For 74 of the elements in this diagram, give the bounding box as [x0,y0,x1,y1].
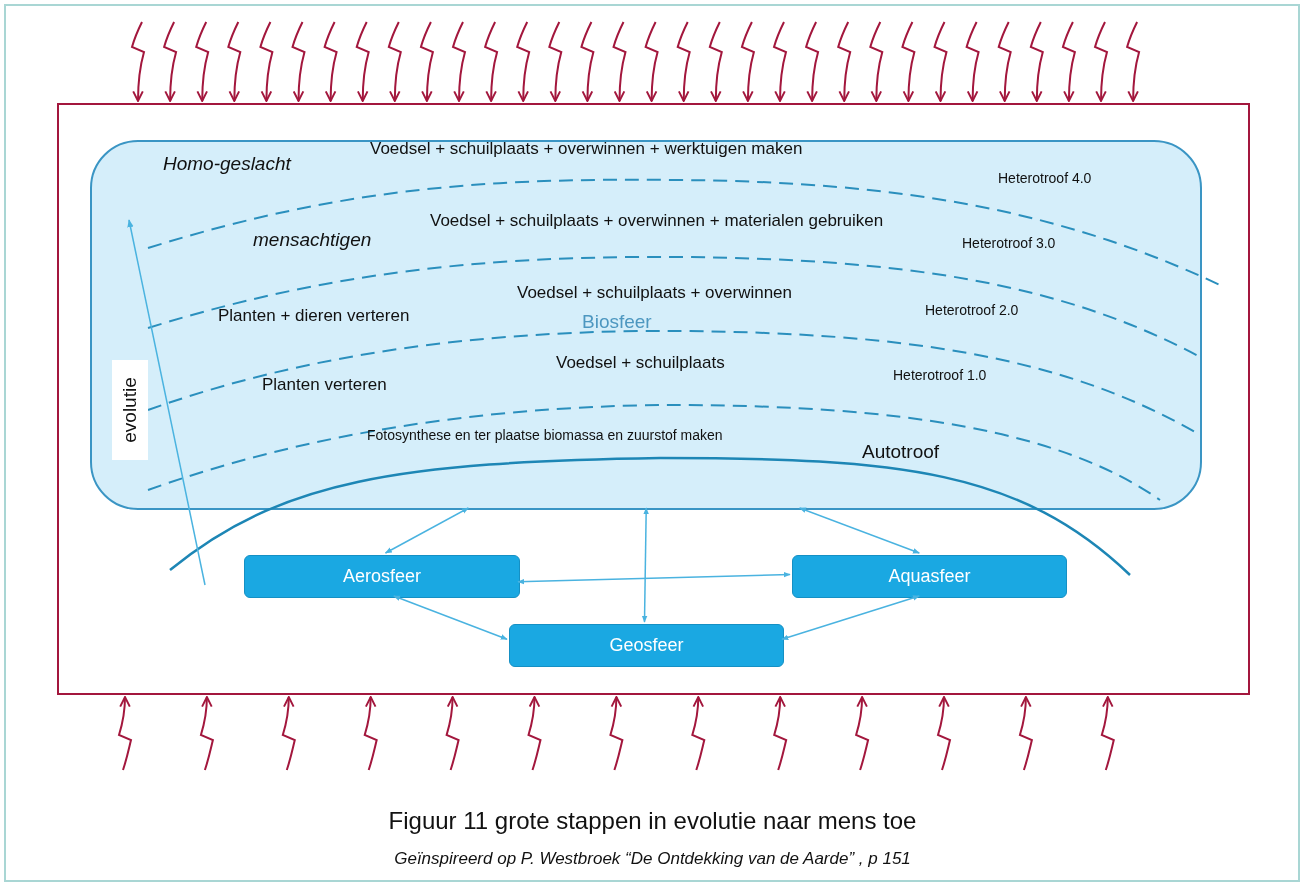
arrow [393,595,508,640]
arrow [259,21,274,102]
arrow [118,696,132,771]
arrow [452,21,466,102]
arrow [965,21,980,102]
band-label: Heterotroof 2.0 [925,301,1019,320]
arrow [291,21,306,102]
arrow [355,21,370,102]
arrow [227,21,242,102]
arrow [384,507,470,554]
arrow [131,21,145,102]
band-label: Fotosynthese en ter plaatse biomassa en zuurstof maken [367,426,723,445]
band-label: Planten verteren [262,374,387,396]
arrow [484,21,499,102]
arrow [708,21,723,102]
arrow [580,21,595,102]
arrow [527,696,542,771]
arrow [1094,21,1108,102]
arrow [516,21,531,102]
arrow [997,21,1012,102]
process-box: Aquasfeer [792,555,1067,598]
band-label: Autotroof [862,440,940,464]
arrow [805,21,820,102]
source-line: Geïnspireerd op P. Westbroek “De Ontdekking van de Aarde” , p 151 [393,848,912,870]
arrow [195,21,210,102]
biosphere-title: Biosfeer [582,310,652,334]
biosphere-box [90,140,1202,510]
caption: Figuur 11 grote stappen in evolutie naar mens toe [387,806,918,836]
arrow [1126,21,1141,102]
band-label: Voedsel + schuilplaats + overwinnen [517,282,792,304]
arrow [798,507,920,554]
arrow [609,696,624,771]
arrow [644,21,659,102]
system-frame [57,103,1250,695]
band-label: Heterotroof 3.0 [962,234,1056,253]
arrow [937,696,951,771]
arrow [419,21,434,102]
arrow [517,571,791,585]
arrow [1029,21,1044,102]
band-label: Voedsel + schuilplaats + overwinnen + materialen gebruiken [430,210,884,232]
band-label: Voedsel + schuilplaats + overwinnen + werktuigen maken [370,138,803,160]
band-label: Voedsel + schuilplaats [556,352,725,374]
arrow [363,696,378,771]
arrow [612,21,627,102]
arrow [933,21,948,102]
arrow [691,696,706,771]
arrow [773,696,788,771]
arrow [548,21,563,102]
arrow [641,507,649,623]
arrow [387,21,402,102]
arrow [199,696,214,771]
arrow [323,21,338,102]
band-label: mensachtigen [253,228,372,252]
process-box: Aerosfeer [244,555,520,598]
arrow [676,21,691,102]
arrow [740,21,755,102]
arrow [1100,696,1115,771]
band-label: Planten + dieren verteren [218,305,410,327]
band-label: Heterotroof 1.0 [893,366,987,385]
band-label: Homo-geslacht [163,152,291,176]
arrow [855,696,870,771]
arrow [1018,696,1033,771]
arrow [901,21,916,102]
arrow [869,21,884,102]
band-label: Heterotroof 4.0 [998,169,1092,188]
axis-label: evolutie [112,360,148,460]
arrow [445,696,460,771]
process-box: Geosfeer [509,624,784,667]
arrow [773,21,787,102]
arrow [1061,21,1076,102]
arrow [837,21,852,102]
arrow [163,21,178,102]
arrow [781,595,920,640]
arrow [281,696,296,771]
